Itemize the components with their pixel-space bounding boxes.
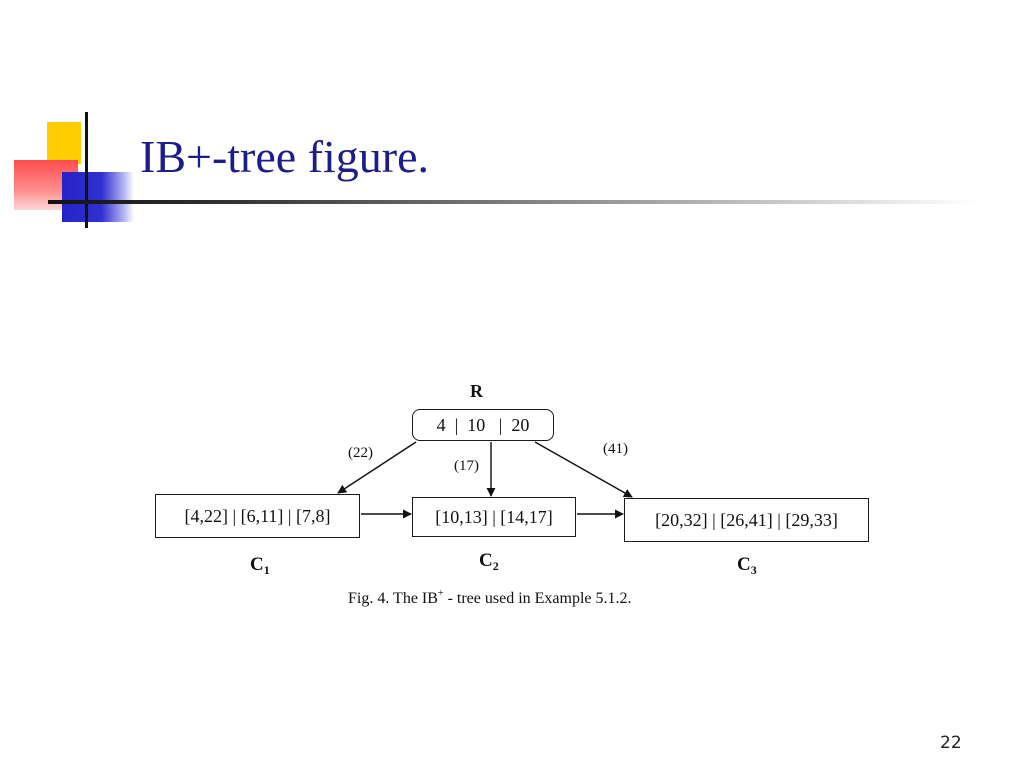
child-node-c1: [4,22] | [6,11] | [7,8] (155, 494, 360, 538)
title-bullet-vertical-line (85, 112, 88, 228)
child-node-c2: [10,13] | [14,17] (412, 497, 576, 537)
edge-label-right: (41) (603, 441, 628, 457)
edge-root-to-c3 (534, 441, 633, 498)
root-node-keys: 4 | 10 | 20 (436, 414, 530, 435)
child-node-c3: [20,32] | [26,41] | [29,33] (624, 498, 869, 542)
title-underline (48, 200, 978, 204)
slide-title: IB+-tree figure. (140, 131, 430, 182)
root-node-label: R (470, 381, 483, 401)
child-node-c3-content: [20,32] | [26,41] | [29,33] (655, 509, 838, 530)
edge-label-left: (22) (348, 445, 373, 461)
child-label-c1: C1 (250, 554, 270, 577)
child-node-c1-content: [4,22] | [6,11] | [7,8] (184, 505, 331, 526)
title-bullet-blue-square (62, 172, 134, 222)
child-label-c3: C3 (737, 554, 757, 577)
child-node-c2-content: [10,13] | [14,17] (435, 506, 553, 527)
edge-label-middle: (17) (454, 458, 479, 474)
root-node: 4 | 10 | 20 (412, 409, 554, 441)
ib-tree-figure: R 4 | 10 | 20 (22) (17) (41) [4,22] | [6… (150, 380, 875, 610)
child-label-c2: C2 (479, 550, 499, 573)
figure-caption: Fig. 4. The IB+ - tree used in Example 5… (348, 588, 632, 608)
page-number: 22 (940, 733, 962, 753)
edge-root-to-c1 (337, 441, 417, 494)
title-bullet-yellow-square (47, 122, 81, 164)
tree-edges (337, 441, 633, 519)
